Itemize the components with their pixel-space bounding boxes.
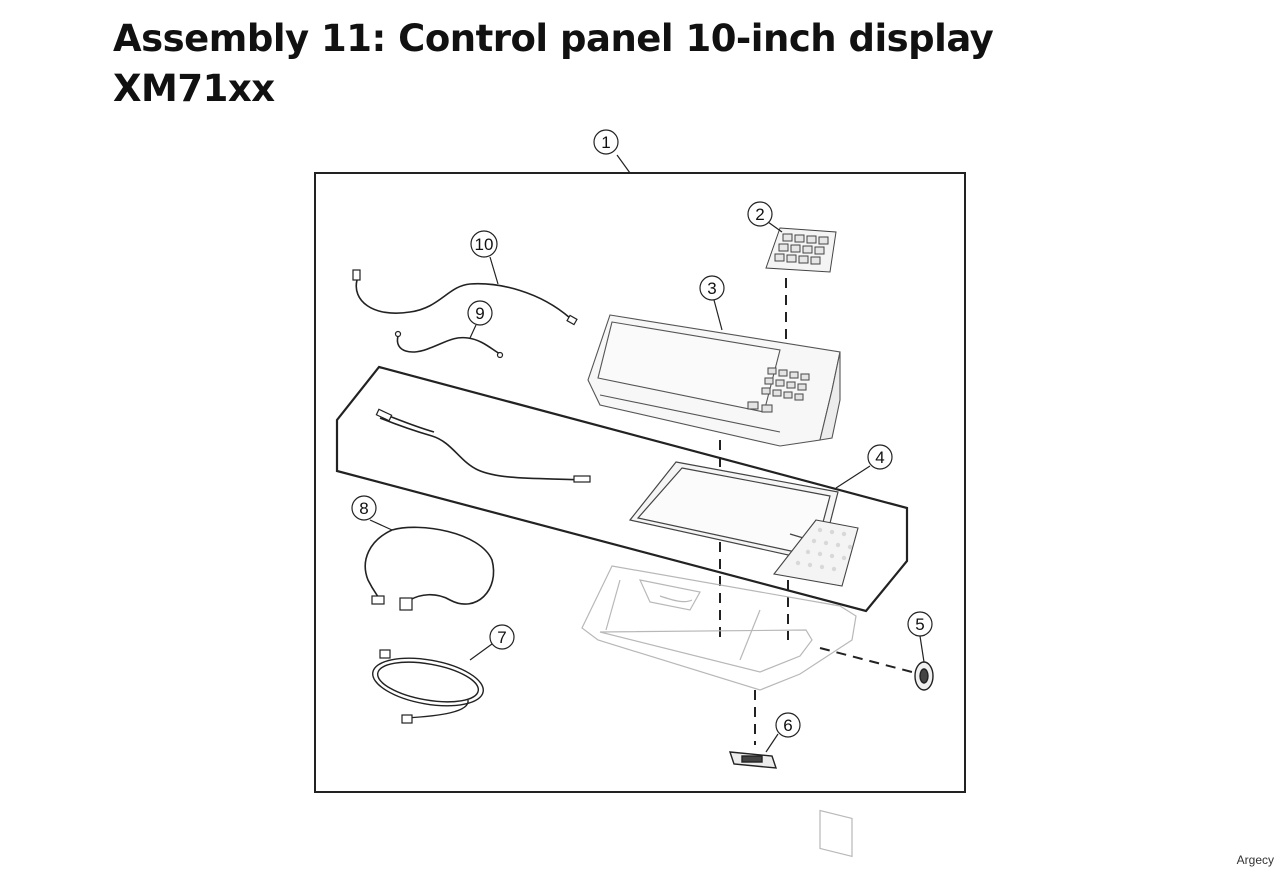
subassembly-4-frame (335, 365, 909, 613)
callout-6: 6 (765, 712, 801, 753)
callout-5-label: 5 (915, 615, 924, 634)
callout-7: 7 (469, 624, 515, 661)
callout-9-label: 9 (475, 304, 484, 323)
callout-4-label: 4 (875, 448, 884, 467)
part-10-cable (352, 269, 578, 326)
callout-2-label: 2 (755, 205, 764, 224)
part-5-speaker (914, 661, 934, 691)
callout-1-label: 1 (601, 133, 610, 152)
callout-8-label: 8 (359, 499, 368, 518)
callout-8: 8 (351, 495, 393, 531)
part-4-keypad-board (773, 519, 859, 587)
callout-10-label: 10 (475, 235, 494, 254)
callout-6-label: 6 (783, 716, 792, 735)
housing-base (581, 565, 857, 858)
callout-3: 3 (699, 275, 725, 331)
callout-4: 4 (835, 444, 893, 489)
title-line-1: Assembly 11: Control panel 10-inch displ… (113, 17, 994, 60)
callout-10: 10 (470, 230, 499, 285)
part-3-front-bezel (587, 314, 841, 447)
assembly-frame (314, 172, 966, 793)
part-4-ribbon-cable (375, 408, 591, 483)
callout-9: 9 (467, 300, 493, 339)
part-7-flat-cable (372, 649, 484, 724)
part-6-connector (728, 751, 778, 769)
watermark: Argecy (1236, 853, 1274, 867)
part-2-keypad-overlay (765, 227, 837, 273)
callout-2: 2 (747, 201, 783, 233)
title-line-2: XM71xx (113, 67, 275, 110)
part-9-cable (394, 330, 504, 359)
callout-5: 5 (907, 611, 933, 663)
part-8-cable (364, 526, 495, 611)
page-title: Assembly 11: Control panel 10-inch displ… (113, 14, 994, 114)
callout-1: 1 (593, 129, 631, 174)
callout-3-label: 3 (707, 279, 716, 298)
callout-7-label: 7 (497, 628, 506, 647)
